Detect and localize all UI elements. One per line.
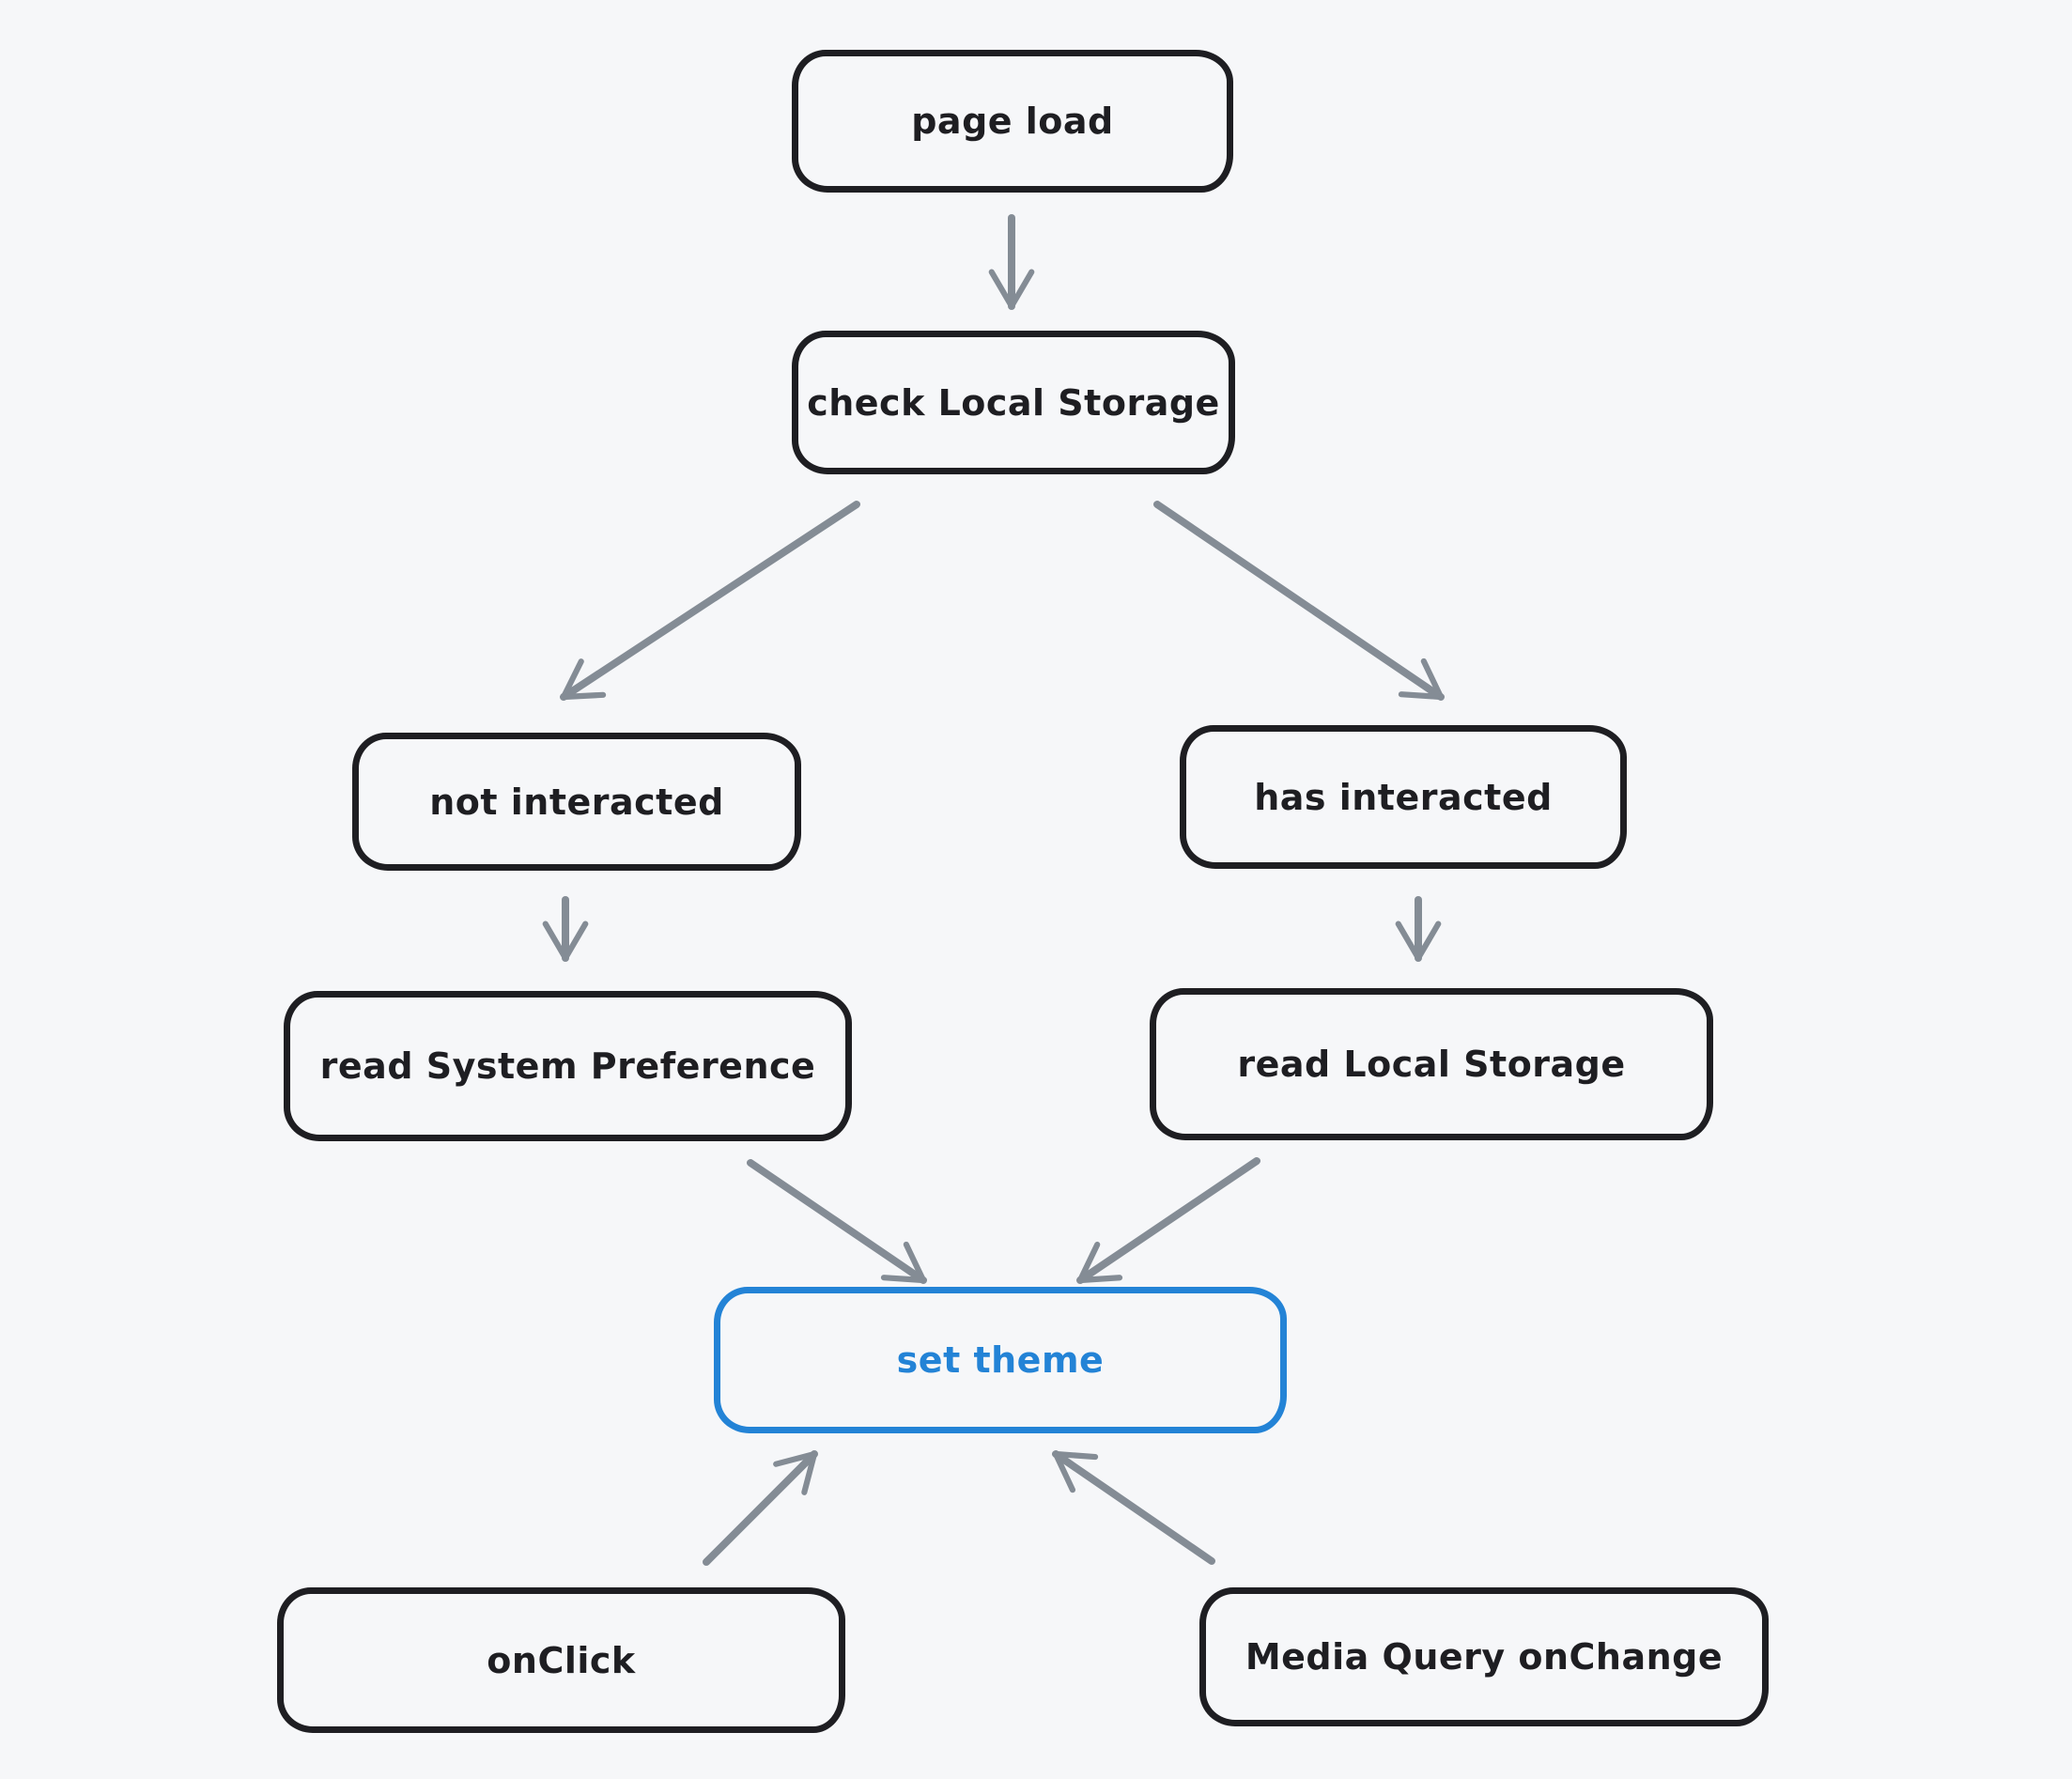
node-has-interacted-label: has interacted [1254, 776, 1553, 818]
arrow-check-local-storage-to-has-interacted [1153, 501, 1445, 701]
node-has-interacted: has interacted [1180, 725, 1627, 869]
node-page-load-label: page load [911, 101, 1114, 142]
arrow-read-system-preference-to-set-theme [747, 1159, 927, 1284]
node-page-load: page load [792, 50, 1233, 193]
node-media-query-onchange-label: Media Query onChange [1245, 1636, 1724, 1678]
node-onclick: onClick [277, 1587, 845, 1733]
node-set-theme-label: set theme [896, 1339, 1105, 1381]
node-read-local-storage: read Local Storage [1150, 988, 1713, 1140]
node-read-local-storage-label: read Local Storage [1237, 1044, 1626, 1085]
node-check-local-storage: check Local Storage [792, 331, 1235, 474]
arrow-read-local-storage-to-set-theme [1076, 1157, 1260, 1284]
node-set-theme: set theme [714, 1287, 1287, 1433]
node-check-local-storage-label: check Local Storage [807, 381, 1220, 424]
arrow-onclick-to-set-theme [703, 1450, 818, 1566]
node-read-system-preference-label: read System Preference [319, 1045, 816, 1087]
node-not-interacted: not interacted [352, 733, 801, 871]
arrow-check-local-storage-to-not-interacted [560, 501, 860, 701]
node-onclick-label: onClick [487, 1639, 636, 1681]
node-media-query-onchange: Media Query onChange [1199, 1587, 1769, 1726]
node-read-system-preference: read System Preference [284, 991, 852, 1141]
arrow-media-query-onchange-to-set-theme [1052, 1450, 1215, 1565]
node-not-interacted-label: not interacted [429, 781, 724, 823]
